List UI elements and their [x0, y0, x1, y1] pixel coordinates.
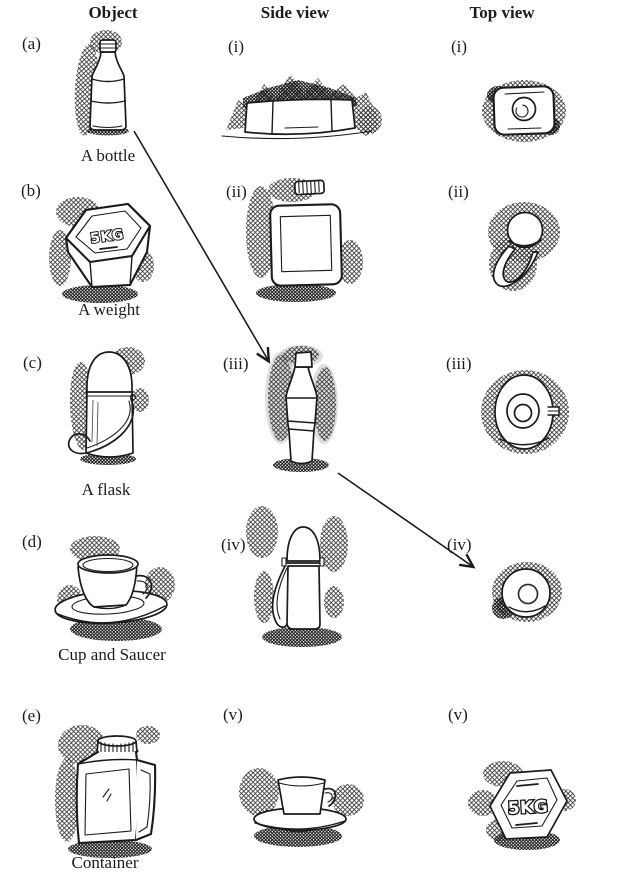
- cup-saucer-top-view-sketch: [481, 370, 569, 454]
- object-label-cup-saucer: Cup and Saucer: [58, 645, 166, 664]
- top-view-key-i: (i): [451, 37, 468, 56]
- side-view-key-iii: (iii): [223, 354, 249, 373]
- match-arrow-side-iii-to-top-iv: [337, 472, 476, 569]
- flask-top-view-sketch: [488, 202, 560, 291]
- top-view-key-iv: (iv): [447, 535, 472, 554]
- weight-top-marking-text: 5KG: [507, 797, 548, 819]
- object-row-key-b: (b): [21, 181, 41, 200]
- weight-marking-text: 5KG: [89, 227, 124, 248]
- weight-sketch: 5KG: [49, 197, 154, 303]
- weight-top-view-sketch: 5KG: [468, 761, 576, 850]
- cup-saucer-sketch: [54, 536, 175, 641]
- top-view-key-ii: (ii): [448, 182, 469, 201]
- cup-saucer-side-view-sketch: [239, 768, 364, 847]
- column-header-top-view: Top view: [469, 3, 535, 22]
- object-row-key-c: (c): [23, 353, 42, 372]
- object-label-flask: A flask: [81, 480, 131, 499]
- container-sketch: [55, 725, 160, 858]
- container-side-view-sketch: [246, 178, 363, 302]
- bottle-sketch: [74, 30, 129, 136]
- top-view-key-iii: (iii): [446, 354, 472, 373]
- match-arrow-bottle-to-side-iii: [133, 130, 271, 364]
- column-header-object: Object: [88, 3, 138, 22]
- bottle-top-view-sketch: [492, 562, 562, 622]
- weight-side-view-sketch: [221, 74, 382, 140]
- object-row-key-a: (a): [22, 34, 41, 53]
- object-label-weight: A weight: [78, 300, 140, 319]
- object-row-key-d: (d): [22, 532, 42, 551]
- bottle-side-view-sketch: [265, 345, 338, 472]
- top-view-key-v: (v): [448, 705, 468, 724]
- column-header-side-view: Side view: [260, 3, 330, 22]
- side-view-key-v: (v): [223, 705, 243, 724]
- flask-side-view-sketch: [246, 506, 348, 647]
- side-view-key-i: (i): [228, 37, 245, 56]
- container-top-view-sketch: [482, 80, 566, 142]
- object-label-bottle: A bottle: [80, 146, 136, 165]
- flask-sketch: [67, 347, 149, 465]
- side-view-key-ii: (ii): [226, 182, 247, 201]
- side-view-key-iv: (iv): [221, 535, 246, 554]
- object-label-container: Container: [71, 853, 139, 872]
- object-row-key-e: (e): [22, 706, 41, 725]
